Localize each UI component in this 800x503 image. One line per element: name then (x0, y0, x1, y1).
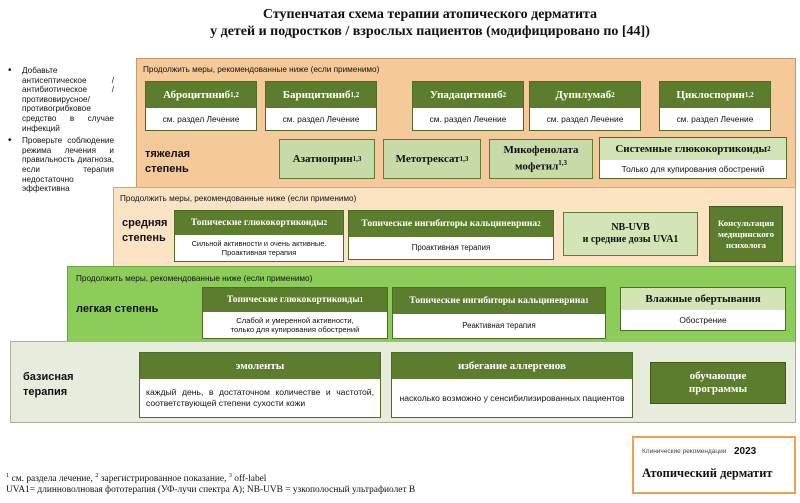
note-infection: Добавьте антисептическое /антибиотическо… (6, 66, 114, 133)
tier-severe: Продолжить меры, рекомендованные ниже (е… (136, 58, 796, 188)
stamp-title: Атопический дерматит (642, 466, 773, 480)
box-psychologist: Консультация медицинского психолога (709, 206, 783, 262)
page-title: Ступенчатая схема терапии атопического д… (120, 6, 740, 40)
severe-continue-text: Продолжить меры, рекомендованные ниже (е… (143, 65, 380, 74)
moderate-continue-text: Продолжить меры, рекомендованные ниже (е… (120, 194, 357, 203)
box-mycophenolate: Микофенолата мофетил1,3 (489, 139, 593, 179)
tier-basic: базисная терапия эмоленты каждый день, в… (10, 341, 796, 423)
notes-panel: Добавьте антисептическое /антибиотическо… (6, 66, 114, 197)
stamp-caption: Клинические рекомендации (642, 448, 727, 455)
guideline-stamp: Клинические рекомендации 2023 Атопически… (632, 436, 796, 494)
footnote-line-2: UVA1= длинноволновая фототерапия (УФ-луч… (6, 485, 416, 495)
tier-mild: Продолжить меры, рекомендованные ниже (е… (67, 266, 796, 342)
card-wet-wraps: Влажные обертывания Обострение (620, 287, 786, 331)
title-line-1: Ступенчатая схема терапии атопического д… (262, 7, 598, 22)
mild-label: легкая степень (76, 303, 159, 315)
basic-label: базисная терапия (23, 371, 74, 398)
box-education: обучающие программы (650, 362, 786, 404)
footnote-line-1: 1 см. раздела лечение, 2 зарегистрирован… (6, 472, 267, 485)
moderate-label: средняя степень (122, 217, 168, 244)
box-nbuvb: NB-UVB и средние дозы UVA1 (563, 212, 698, 256)
card-allergens: избегание аллергенов насколько возможно … (391, 352, 633, 418)
card-emollients: эмоленты каждый день, в достаточном коли… (139, 352, 381, 418)
mild-continue-text: Продолжить меры, рекомендованные ниже (е… (76, 274, 313, 283)
severe-label: тяжелая степень (145, 148, 191, 175)
stamp-year: 2023 (734, 446, 757, 457)
note-compliance: Проверьте соблюдение режима лечения и пр… (6, 136, 114, 194)
title-line-2: у детей и подростков / взрослых пациенто… (210, 24, 650, 39)
tier-moderate: Продолжить меры, рекомендованные ниже (е… (113, 187, 796, 269)
